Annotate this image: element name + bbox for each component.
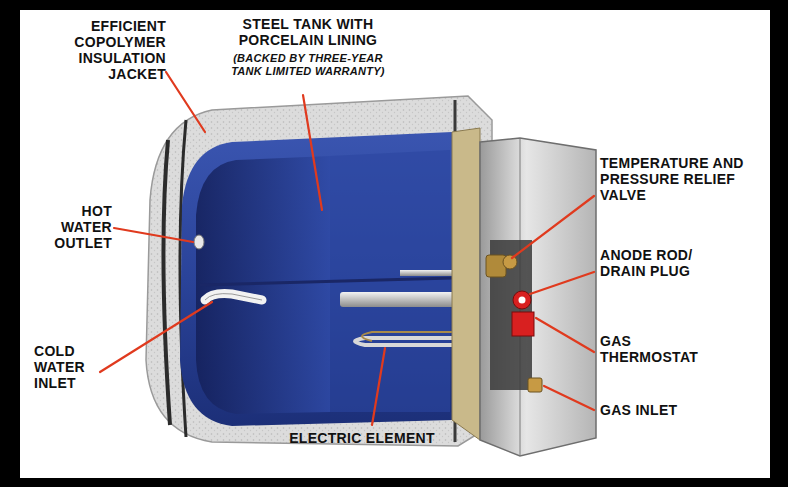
warranty-note: (BACKED BY THREE-YEAR TANK LIMITED WARRA…	[218, 52, 398, 78]
part-label: COLD WATER INLET	[34, 343, 104, 391]
part-label: STEEL TANK WITH PORCELAIN LINING	[228, 16, 388, 48]
part-label: ELECTRIC ELEMENT	[252, 430, 472, 446]
part-label: GAS THERMOSTAT	[600, 333, 712, 365]
part-label: TEMPERATURE AND PRESSURE RELIEF VALVE	[600, 155, 768, 203]
part-label: HOT WATER OUTLET	[44, 203, 112, 251]
part-label: ANODE ROD/ DRAIN PLUG	[600, 247, 712, 279]
part-label: EFFICIENT COPOLYMER INSULATION JACKET	[56, 18, 166, 82]
part-label: GAS INLET	[600, 402, 750, 418]
